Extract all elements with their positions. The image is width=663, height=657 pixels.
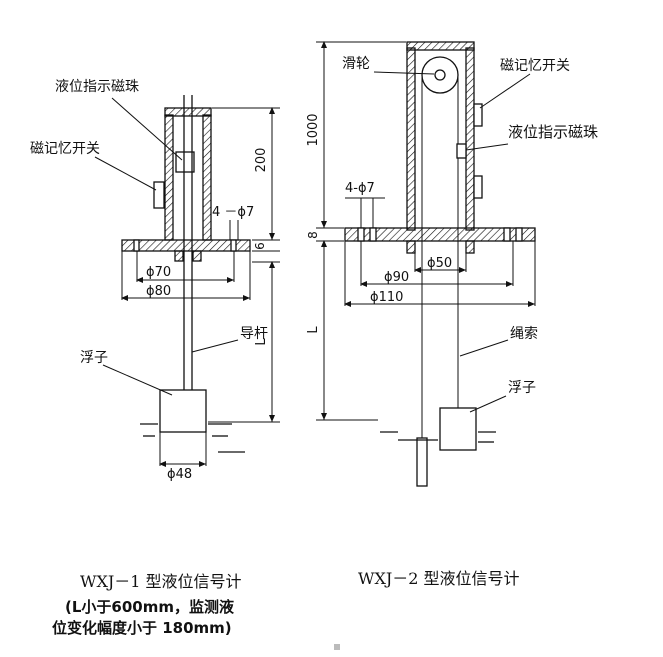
wxj2-label-bead: 液位指示磁珠 <box>508 123 598 141</box>
wxj2-dim-d110: ϕ110 <box>370 290 403 305</box>
wxj2-label-pulley: 滑轮 <box>342 55 370 72</box>
wxj2-housing-left <box>406 47 416 231</box>
wxj2-dim-L: L <box>306 326 321 334</box>
wxj1-tube-wall-left <box>164 114 174 241</box>
wxj1-switch <box>153 181 165 209</box>
wxj1-bead <box>175 151 195 173</box>
wxj2-housing-top <box>406 41 475 51</box>
wxj1-flange <box>121 239 251 252</box>
wxj2-dim-holes: 4-ϕ7 <box>345 181 375 196</box>
wxj2-dim-1000: 1000 <box>306 113 321 146</box>
wxj2-float <box>439 407 477 451</box>
wxj1-caption: WXJ－1 型液位信号计 <box>80 572 242 591</box>
wxj1-label-rod: 导杆 <box>240 326 268 342</box>
wxj1-dim-d70: ϕ70 <box>146 265 171 280</box>
wxj2-bead <box>456 143 467 159</box>
wxj2-flange <box>344 227 536 242</box>
wxj1-label-switch: 磁记忆开关 <box>30 141 100 157</box>
wxj2-dim-8: 8 <box>306 231 320 239</box>
wxj1-dim-200: 200 <box>254 148 269 173</box>
wxj1-tube-wall-right <box>202 114 212 241</box>
wxj1-note-line1: (L小于600mm，监测液 <box>65 598 234 616</box>
wxj1-dim-L: L <box>254 338 269 346</box>
wxj2-drawing <box>316 41 536 487</box>
wxj1-label-bead: 液位指示磁珠 <box>55 79 139 95</box>
wxj2-caption: WXJ－2 型液位信号计 <box>358 569 520 588</box>
wxj1-float <box>159 389 207 433</box>
wxj2-label-switch: 磁记忆开关 <box>500 58 570 74</box>
wxj1-dim-holes: 4 －ϕ7 <box>212 205 254 220</box>
wxj1-label-float: 浮子 <box>80 350 108 366</box>
wxj1-tube-cap <box>164 107 212 117</box>
wxj2-label-float: 浮子 <box>508 380 536 396</box>
wxj2-switch <box>473 103 483 127</box>
wxj2-dim-d50: ϕ50 <box>427 256 452 271</box>
wxj2-dim-d90: ϕ90 <box>384 270 409 285</box>
wxj1-note-line2: 位变化幅度小于 180mm) <box>52 619 232 637</box>
wxj1-dim-6: 6 <box>253 242 267 250</box>
wxj1-drawing <box>94 95 280 467</box>
wxj2-label-rope: 绳索 <box>510 325 538 342</box>
wxj1-dim-d48: ϕ48 <box>167 467 192 482</box>
wxj1-dim-d80: ϕ80 <box>146 284 171 299</box>
wxj2-housing-right <box>465 47 475 231</box>
